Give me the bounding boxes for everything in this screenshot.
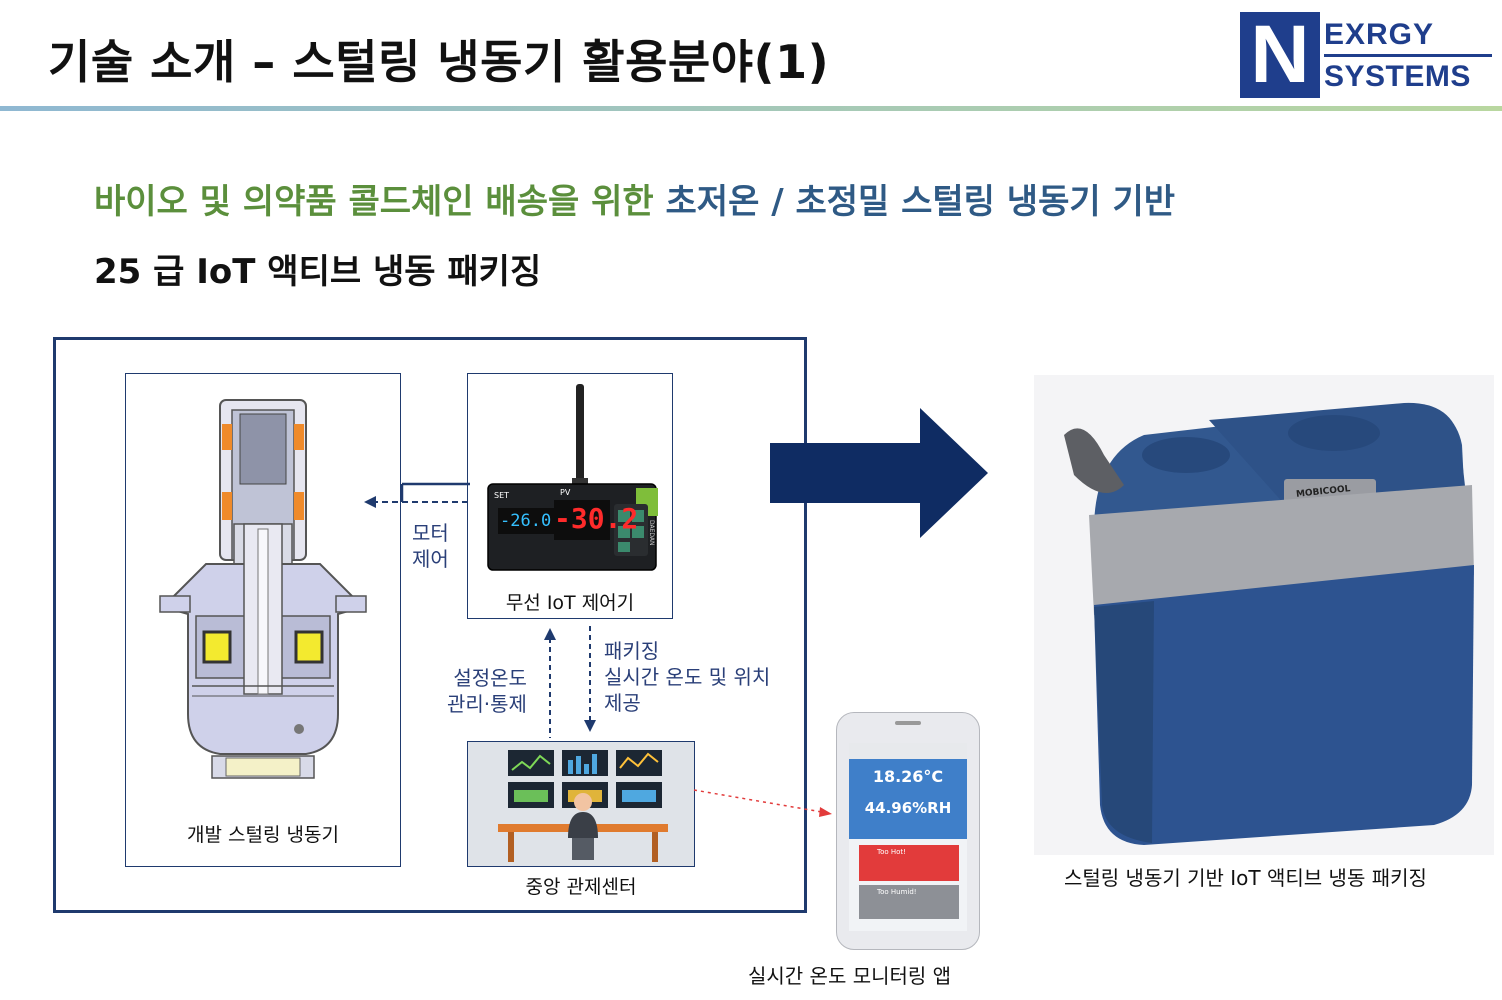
phone-alert-humid-title: Too Humid! xyxy=(877,888,917,896)
result-arrow-icon xyxy=(770,408,988,538)
control-center-caption: 중앙 관제센터 xyxy=(525,876,637,898)
phone-readout-bg xyxy=(849,759,967,839)
motor-control-arrow xyxy=(364,482,470,508)
packaging-note-line1: 패키징 xyxy=(604,639,660,663)
phone-humidity: 44.96%RH xyxy=(864,799,952,817)
motor-note-line2: 제어 xyxy=(412,547,449,571)
system-diagram-frame xyxy=(53,337,807,913)
subtitle-blue: 초저온 / 초정밀 스털링 냉동기 기반 xyxy=(665,182,1176,222)
phone-temperature: 18.26°C xyxy=(872,767,944,786)
company-logo: N EXRGY SYSTEMS xyxy=(1240,12,1492,100)
center-to-phone-arrow xyxy=(693,789,832,817)
setpoint-note-line2: 관리·통제 xyxy=(447,692,527,716)
motor-note-line1: 모터 xyxy=(412,521,449,545)
controller-caption: 무선 IoT 제어기 xyxy=(505,592,635,614)
subtitle-line1: 바이오 및 의약품 콜드체인 배송을 위한 초저온 / 초정밀 스털링 냉동기 … xyxy=(94,174,1175,223)
setpoint-note-line1: 설정온도 xyxy=(453,666,527,690)
page-title: 기술 소개 – 스털링 냉동기 활용분야(1) xyxy=(48,35,830,89)
logo-line2: SYSTEMS xyxy=(1324,60,1471,93)
product-caption: 스털링 냉동기 기반 IoT 액티브 냉동 패키징 xyxy=(1064,866,1427,890)
controller-pv-value: -30.2 xyxy=(554,502,639,535)
motor-control-note: 모터 제어 xyxy=(412,520,449,572)
phone-speaker xyxy=(895,721,921,725)
logo-divider xyxy=(1324,54,1492,57)
logo-line1: EXRGY xyxy=(1324,18,1435,51)
controller-center-arrows xyxy=(544,626,596,738)
iot-controller-illustration xyxy=(487,384,658,571)
packaging-note: 패키징 실시간 온도 및 위치 제공 xyxy=(604,638,770,716)
header-divider xyxy=(0,106,1502,111)
controller-panel: SET PV -26.0 -30.2 DAEDAN 무선 IoT 제어기 xyxy=(467,373,673,619)
subtitle-green: 바이오 및 의약품 콜드체인 배송을 위한 xyxy=(94,182,654,222)
phone-alert-hot-title: Too Hot! xyxy=(877,848,906,856)
phone-screen: 18.26°C 44.96%RH Too Hot! Too Humid! xyxy=(849,743,967,931)
stirling-cooler-illustration xyxy=(159,399,367,779)
control-center-panel: 중앙 관제센터 xyxy=(467,741,695,898)
cooler-box-illustration xyxy=(1064,402,1474,845)
phone-alert-hot: Too Hot! xyxy=(859,845,959,881)
controller-brand: DAEDAN xyxy=(648,520,655,546)
controller-pv-label: PV xyxy=(560,488,571,497)
controller-set-value: -26.0 xyxy=(500,511,552,531)
controller-set-label: SET xyxy=(494,491,510,500)
logo-letter: N xyxy=(1240,12,1320,98)
subtitle-line2: 25 급 IoT 액티브 냉동 패키징 xyxy=(94,252,542,292)
setpoint-note: 설정온도 관리·통제 xyxy=(447,665,527,717)
cooler-panel: 개발 스털링 냉동기 xyxy=(125,373,401,867)
packaging-note-line2: 실시간 온도 및 위치 xyxy=(604,665,771,689)
control-center-illustration xyxy=(468,742,694,866)
packaging-note-line3: 제공 xyxy=(604,691,641,715)
cooler-caption: 개발 스털링 냉동기 xyxy=(187,824,339,846)
phone-illustration: 18.26°C 44.96%RH Too Hot! Too Humid! xyxy=(836,712,980,950)
phone-alert-humid: Too Humid! xyxy=(859,885,959,919)
phone-caption: 실시간 온도 모니터링 앱 xyxy=(748,964,952,988)
